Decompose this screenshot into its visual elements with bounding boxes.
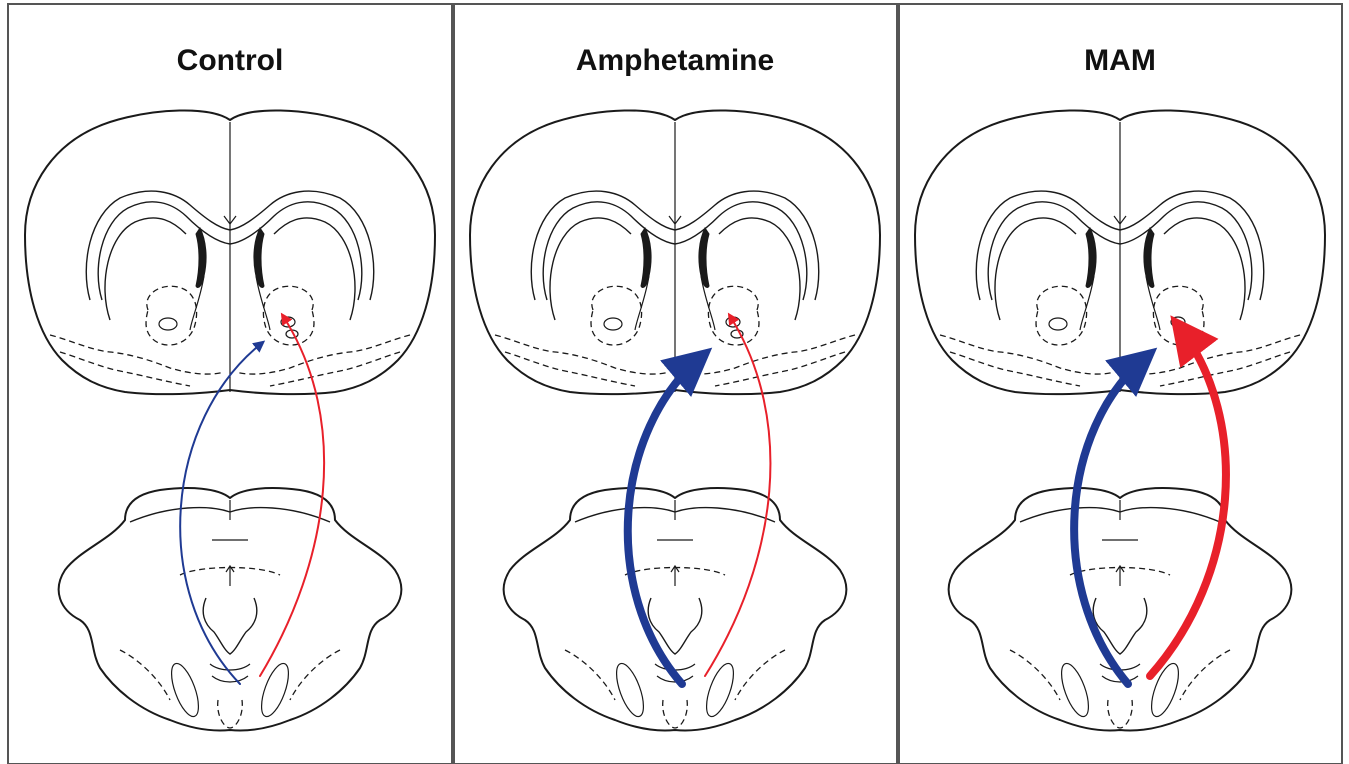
coronal-forebrain-section-icon <box>25 110 435 394</box>
panel-title-amphetamine: Amphetamine <box>576 44 774 77</box>
panel-title-mam: MAM <box>1084 44 1156 77</box>
panel-title-control: Control <box>177 44 284 77</box>
coronal-forebrain-section-icon <box>470 110 880 394</box>
coronal-forebrain-section-icon <box>915 110 1325 394</box>
